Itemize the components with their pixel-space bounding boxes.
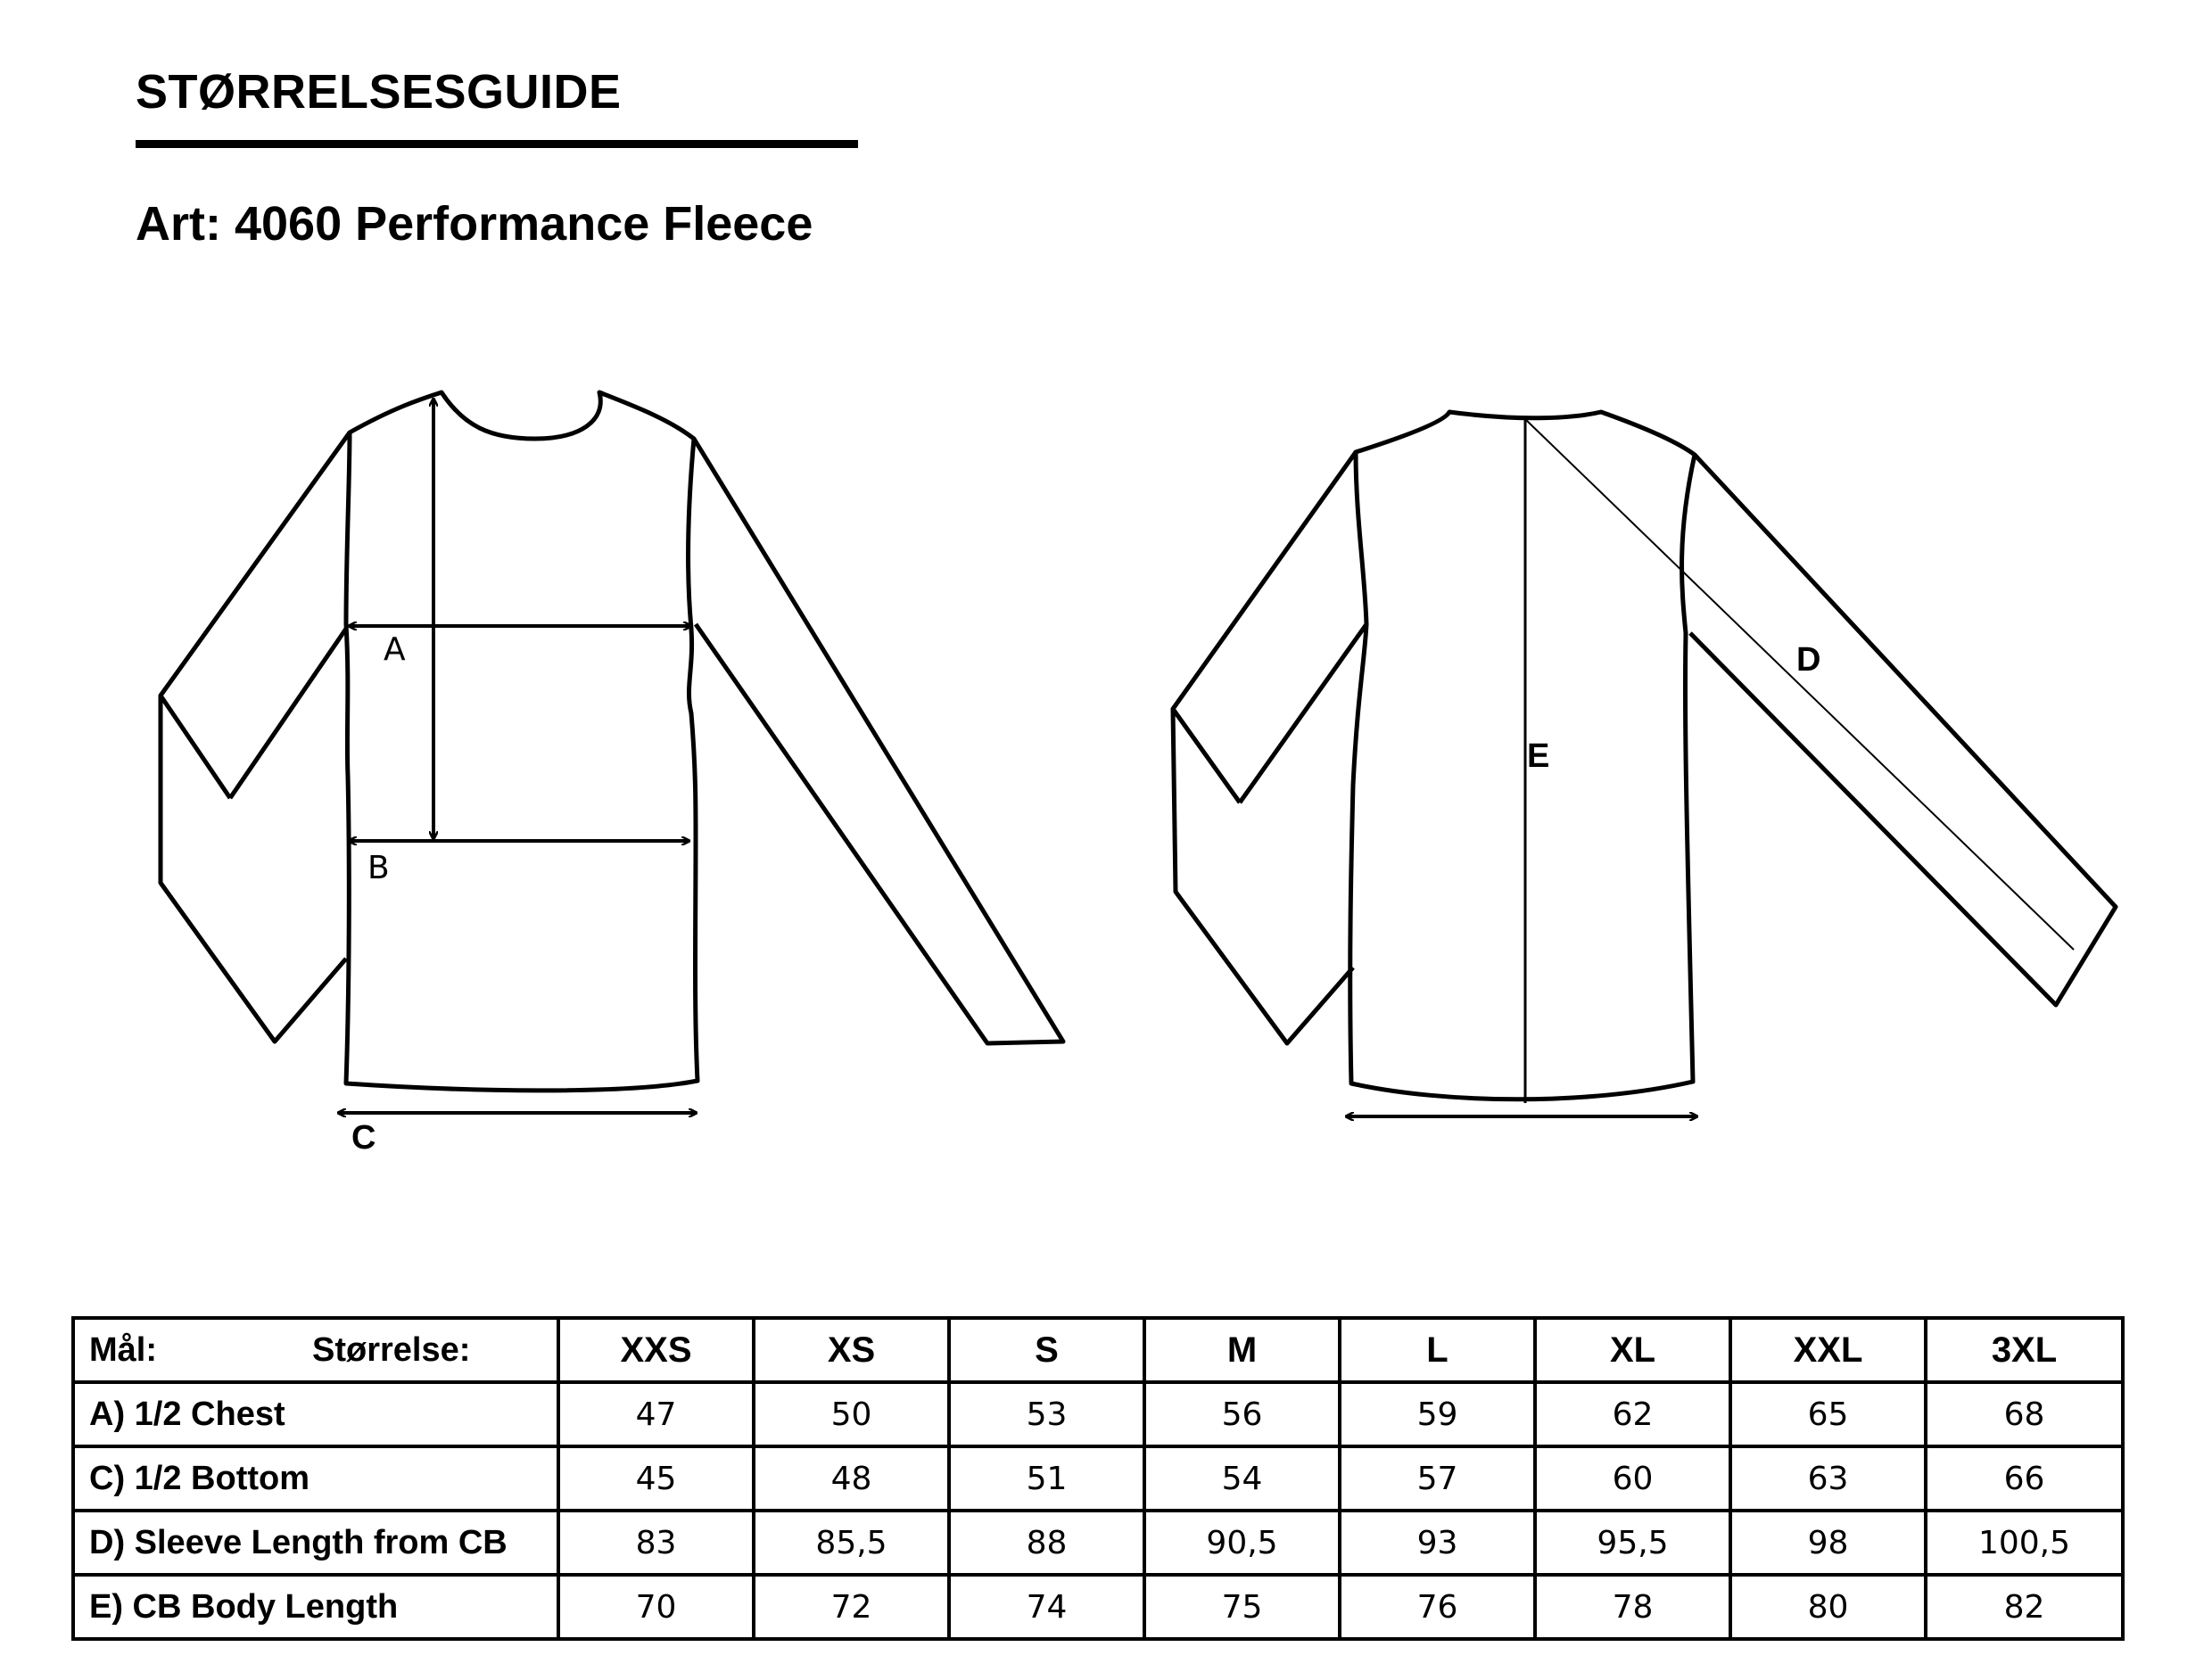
measurement-value: 50: [752, 1380, 951, 1448]
size-header-label: Størrelse:: [312, 1330, 471, 1369]
measurement-value: 59: [1338, 1380, 1537, 1448]
measurement-value: 54: [1143, 1445, 1341, 1512]
measurement-value: 60: [1533, 1445, 1732, 1512]
label-c: C: [351, 1119, 376, 1157]
measurement-value: 65: [1729, 1380, 1927, 1448]
article-title: Art: 4060 Performance Fleece: [136, 197, 813, 251]
measurement-value: 78: [1533, 1573, 1732, 1641]
measurement-value: 82: [1924, 1573, 2125, 1641]
table-corner-header: Mål: Størrelse:: [71, 1316, 560, 1384]
measurement-value: 70: [557, 1573, 755, 1641]
measurement-value: 47: [557, 1380, 755, 1448]
measurement-value: 98: [1729, 1509, 1927, 1577]
page-title: STØRRELSESGUIDE: [136, 65, 622, 119]
measurement-value: 66: [1924, 1445, 2125, 1512]
measurement-value: 100,5: [1924, 1509, 2125, 1577]
measurement-label: D) Sleeve Length from CB: [71, 1509, 560, 1577]
table-row: A) 1/2 Chest 47 50 53 56 59 62 65 68: [71, 1380, 2125, 1448]
size-header: XXS: [557, 1316, 755, 1384]
label-b: B: [367, 850, 390, 886]
measurement-value: 93: [1338, 1509, 1537, 1577]
measurement-value: 56: [1143, 1380, 1341, 1448]
measurement-value: 68: [1924, 1380, 2125, 1448]
measurement-value: 95,5: [1533, 1509, 1732, 1577]
measurement-label: C) 1/2 Bottom: [71, 1445, 560, 1512]
measurement-value: 74: [947, 1573, 1146, 1641]
size-header: XL: [1533, 1316, 1732, 1384]
size-header: XS: [752, 1316, 951, 1384]
table-row: D) Sleeve Length from CB 83 85,5 88 90,5…: [71, 1509, 2125, 1577]
measurement-value: 51: [947, 1445, 1146, 1512]
measurement-label: E) CB Body Length: [71, 1573, 560, 1641]
title-underline: [136, 140, 858, 148]
back-garment-drawing: [1170, 409, 2118, 1102]
measurement-value: 57: [1338, 1445, 1537, 1512]
measurement-value: 63: [1729, 1445, 1927, 1512]
measurement-label: A) 1/2 Chest: [71, 1380, 560, 1448]
size-header: S: [947, 1316, 1146, 1384]
measurement-value: 75: [1143, 1573, 1341, 1641]
label-e: E: [1527, 737, 1549, 775]
measurement-value: 45: [557, 1445, 755, 1512]
size-table: Mål: Størrelse: XXS XS S M L XL XXL 3XL A…: [71, 1316, 2125, 1641]
measurement-value: 85,5: [752, 1509, 951, 1577]
size-header: XXL: [1729, 1316, 1927, 1384]
front-garment-drawing: [158, 390, 1066, 1093]
front-measure-lines: [339, 399, 696, 1113]
measurement-value: 80: [1729, 1573, 1927, 1641]
table-row: C) 1/2 Bottom 45 48 51 54 57 60 63 66: [71, 1445, 2125, 1512]
measurement-value: 48: [752, 1445, 951, 1512]
size-header: L: [1338, 1316, 1537, 1384]
measurement-value: 72: [752, 1573, 951, 1641]
back-measure-lines: [1347, 418, 2075, 1116]
measurement-value: 88: [947, 1509, 1146, 1577]
measurement-value: 62: [1533, 1380, 1732, 1448]
measurement-value: 53: [947, 1380, 1146, 1448]
measurement-value: 83: [557, 1509, 755, 1577]
measurement-value: 90,5: [1143, 1509, 1341, 1577]
size-header: 3XL: [1924, 1316, 2125, 1384]
measurement-value: 76: [1338, 1573, 1537, 1641]
garment-diagram: A B C D E: [158, 390, 2118, 1157]
table-row: E) CB Body Length 70 72 74 75 76 78 80 8…: [71, 1573, 2125, 1641]
measure-header-label: Mål:: [89, 1330, 157, 1369]
size-header: M: [1143, 1316, 1341, 1384]
size-header-row: Mål: Størrelse: XXS XS S M L XL XXL 3XL: [71, 1316, 2125, 1384]
label-a: A: [384, 631, 406, 668]
label-d: D: [1796, 641, 1820, 679]
